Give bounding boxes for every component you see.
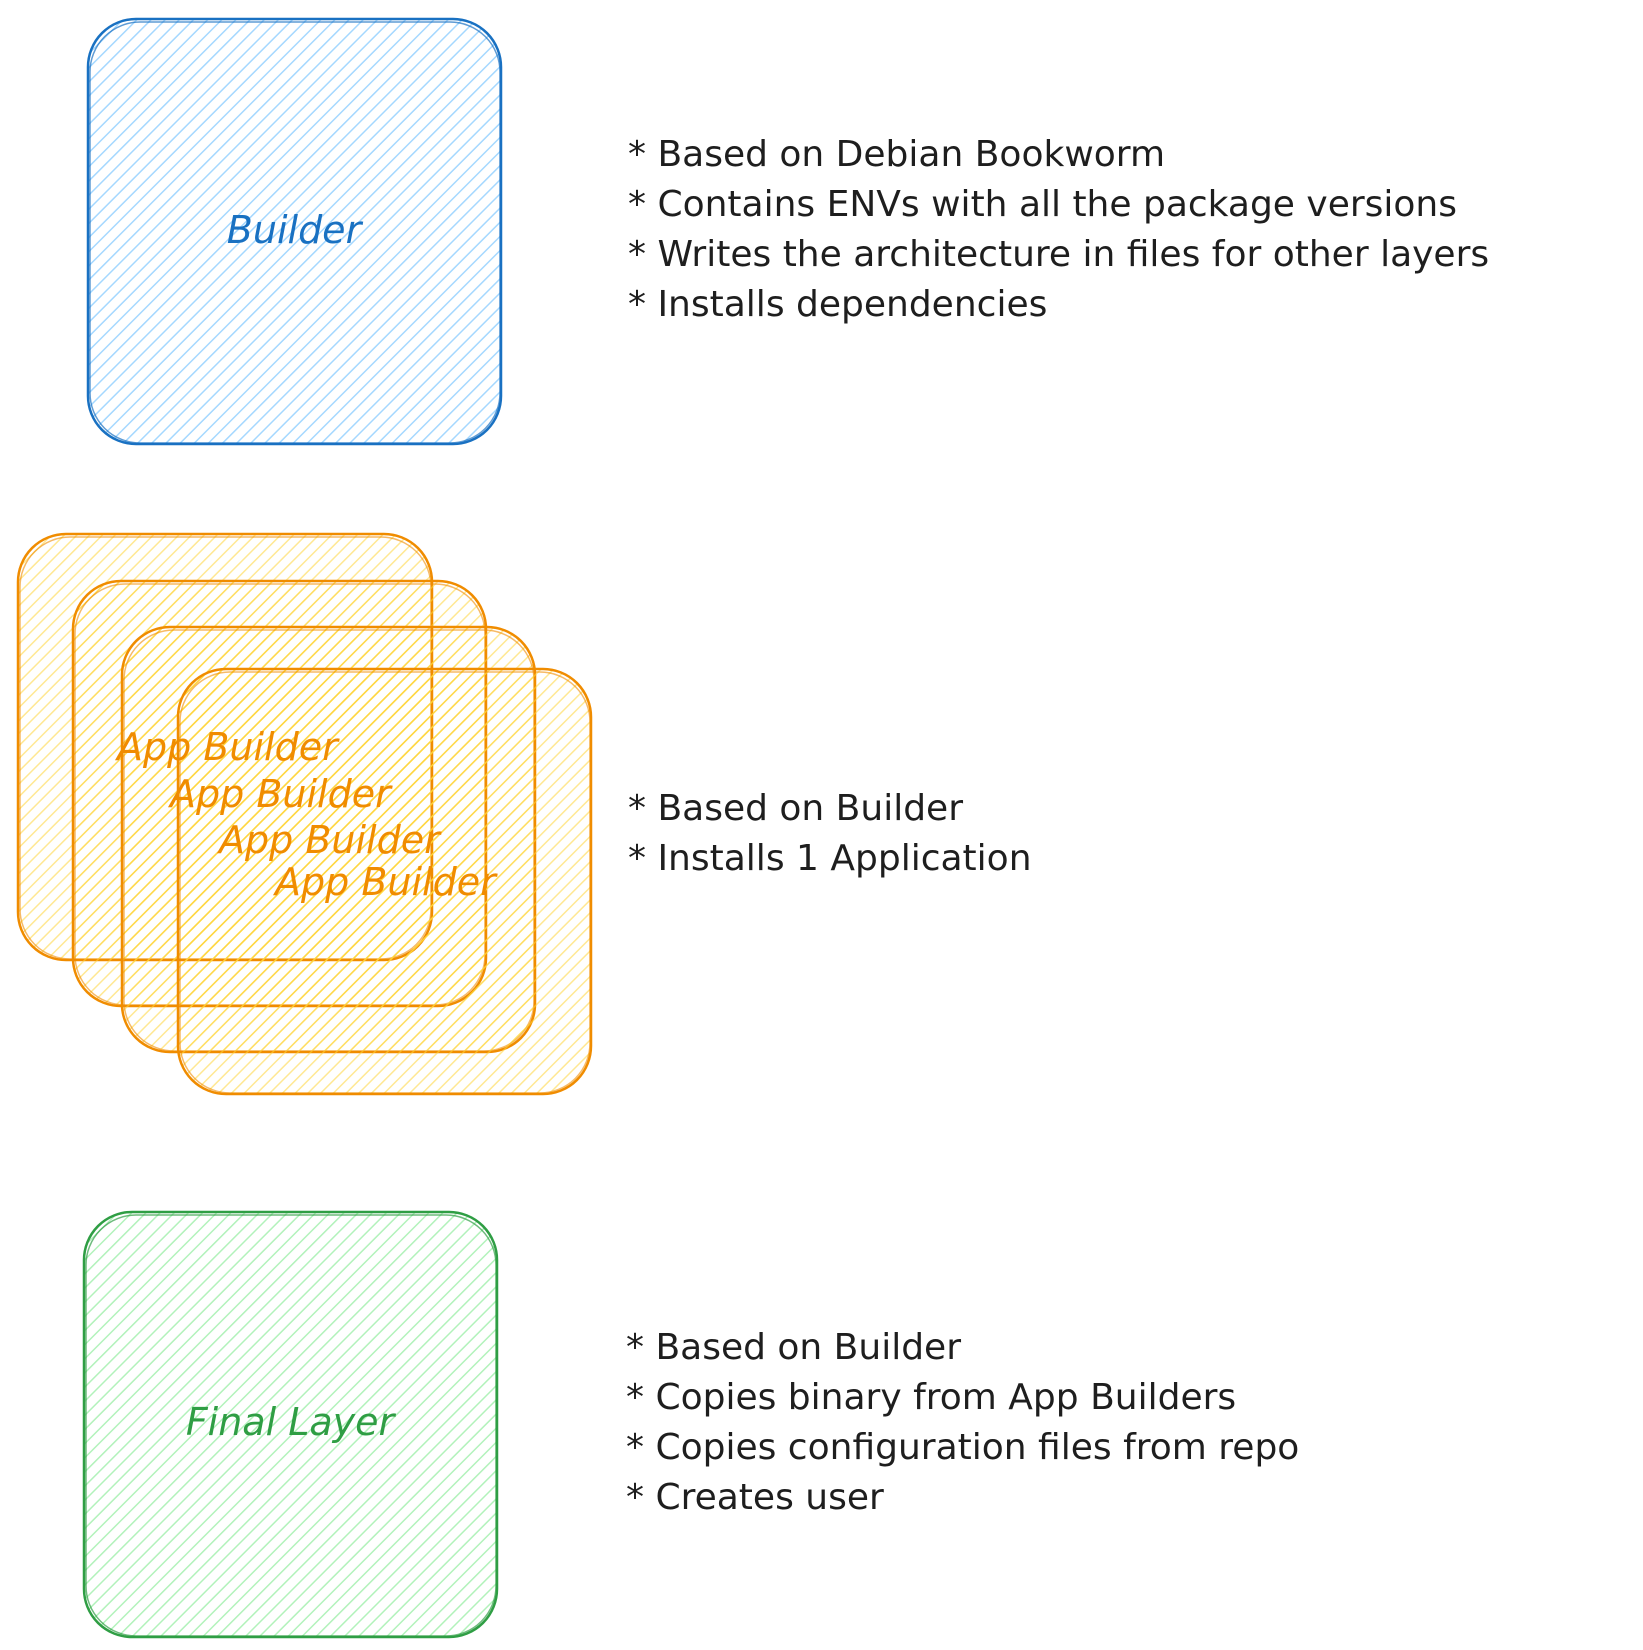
builder-note-2: * Contains ENVs with all the package ver… xyxy=(628,184,1457,225)
app-builder-label-2: App Builder xyxy=(167,772,393,816)
final-layer-box: Final Layer xyxy=(82,1210,499,1639)
builder-notes: * Based on Debian Bookworm * Contains EN… xyxy=(628,134,1489,325)
final-layer-note-4: * Creates user xyxy=(626,1477,884,1518)
final-layer-note-1: * Based on Builder xyxy=(626,1327,961,1368)
builder-note-3: * Writes the architecture in files for o… xyxy=(628,234,1489,275)
app-builder-note-2: * Installs 1 Application xyxy=(628,838,1032,879)
builder-layer-box: Builder xyxy=(86,17,503,446)
builder-note-1: * Based on Debian Bookworm xyxy=(628,134,1165,175)
app-builder-notes: * Based on Builder * Installs 1 Applicat… xyxy=(628,788,1032,879)
app-builder-note-1: * Based on Builder xyxy=(628,788,963,829)
app-builder-label-3: App Builder xyxy=(216,818,442,862)
app-builder-label-4: App Builder xyxy=(272,860,498,904)
final-layer-label: Final Layer xyxy=(186,1400,397,1444)
builder-note-4: * Installs dependencies xyxy=(628,284,1047,325)
app-builder-box-4 xyxy=(176,667,593,1096)
final-layer-note-2: * Copies binary from App Builders xyxy=(626,1377,1236,1418)
app-builder-stack: App Builder App Builder App Builder App … xyxy=(16,532,593,1096)
app-builder-label-1: App Builder xyxy=(114,725,340,769)
final-layer-note-3: * Copies configuration files from repo xyxy=(626,1427,1299,1468)
builder-label: Builder xyxy=(227,208,364,252)
final-layer-notes: * Based on Builder * Copies binary from … xyxy=(626,1327,1299,1518)
